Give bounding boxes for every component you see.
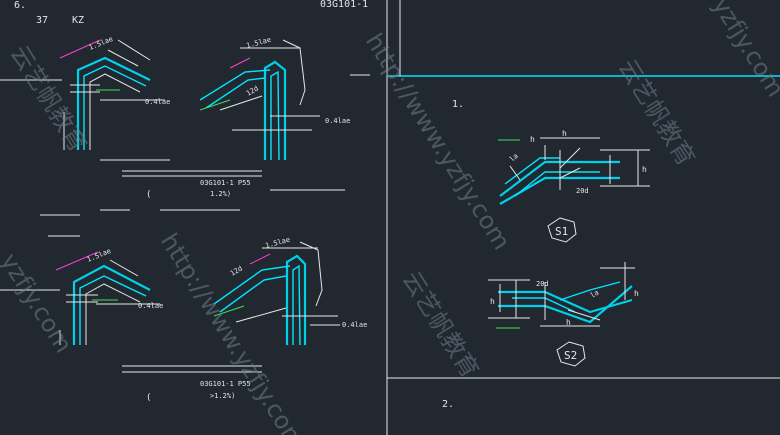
s1-h-2: h	[562, 129, 567, 138]
top-paren: (	[146, 190, 151, 200]
item-2-label: 2.	[442, 399, 454, 410]
watermark-brand-1: 云艺帆教育	[5, 40, 92, 157]
s2-tag: S2	[564, 349, 577, 362]
header-label-a: 37	[36, 15, 48, 26]
s1-la: la	[508, 152, 520, 164]
top-caption-2: 1.2%)	[210, 190, 231, 198]
top-dim-1: 1.5lae	[88, 35, 114, 52]
watermark-brand-3: 云艺帆教育	[397, 266, 484, 383]
small-12d-top: 12d	[245, 84, 260, 97]
watermark-short-2: yzfjy.com	[0, 248, 78, 357]
s2-h-1: h	[490, 297, 495, 306]
detail-s1: h h h la 20d S1	[498, 129, 650, 243]
header-top-code: 03G101-1	[320, 0, 368, 10]
watermark-url-1: http://www.yzfjy.com	[360, 28, 516, 254]
s1-h-3: h	[642, 165, 647, 174]
header-label-b: KZ	[72, 15, 84, 26]
watermark-short-1: yzfjy.com	[707, 0, 780, 102]
s1-h-1: h	[530, 135, 535, 144]
item-1-label: 1.	[452, 99, 464, 110]
s2-la: la	[589, 289, 600, 300]
bottom-dim-4: 0.4lae	[342, 321, 367, 329]
s2-h-3: h	[566, 318, 571, 327]
bottom-caption-1: 03G101-1 P55	[200, 380, 251, 388]
s2-20d: 20d	[536, 280, 549, 288]
s2-h-2: h	[634, 289, 639, 298]
bottom-dim-3: 0.4lae	[138, 302, 163, 310]
top-dim-4: 0.4lae	[325, 117, 350, 125]
top-caption-1: 03G101-1 P55	[200, 179, 251, 187]
watermark-brand-2: 云艺帆教育	[613, 54, 700, 171]
detail-top-right: 1.5lae 0.4lae 12d	[199, 36, 370, 191]
small-12d-bottom: 12d	[229, 264, 244, 277]
s1-20d: 20d	[576, 187, 589, 195]
s1-tag: S1	[555, 225, 568, 238]
detail-top-left: 1.5lae 0.4lae	[0, 35, 170, 161]
bottom-paren: (	[146, 393, 151, 403]
bottom-caption-2: >1.2%)	[210, 392, 235, 400]
header-left-num: 6.	[14, 0, 26, 11]
top-dim-3: 0.4lae	[145, 98, 170, 106]
bottom-dim-1: 1.5lae	[86, 247, 112, 264]
detail-s2: h h h 20d la S2	[488, 262, 639, 367]
